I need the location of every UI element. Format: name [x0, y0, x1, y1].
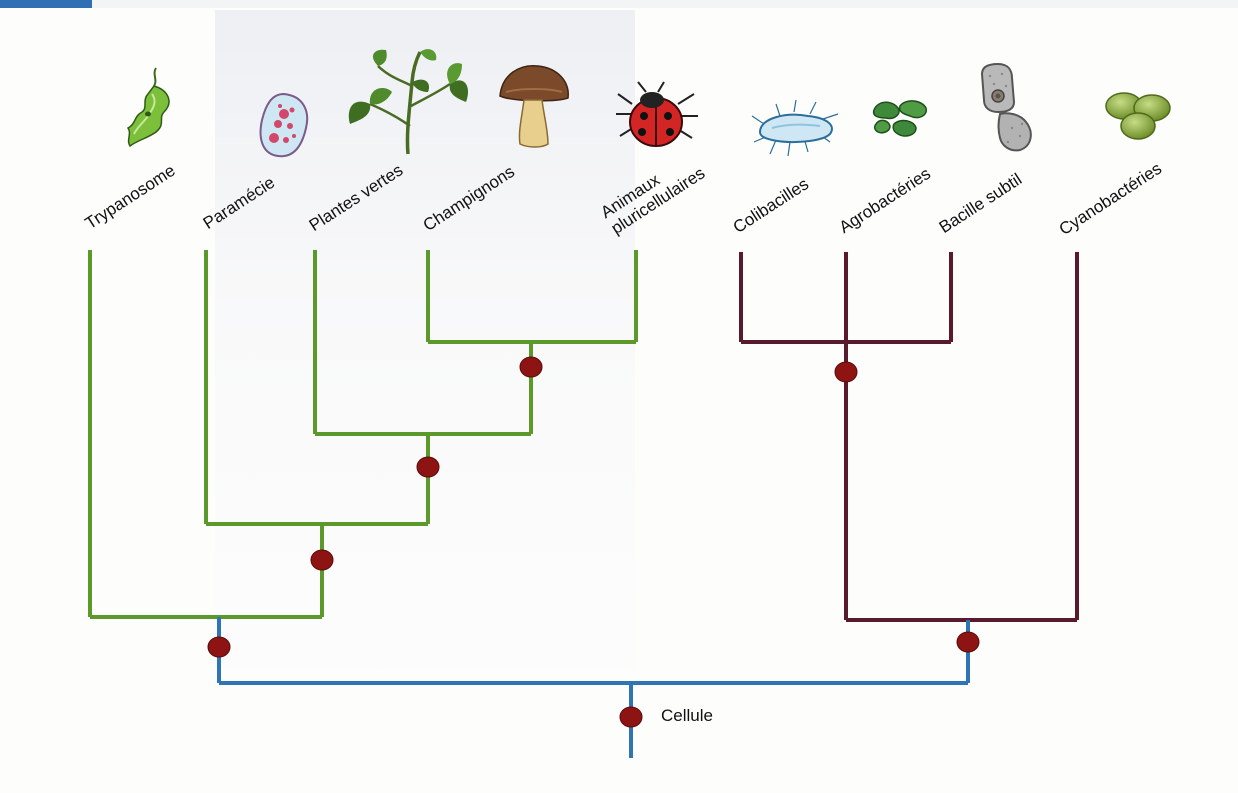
node-marker-paramecie — [311, 550, 333, 570]
branch-plants-join — [315, 434, 531, 524]
node-marker-bacteria-trio — [835, 362, 857, 382]
node-marker-bacteria — [957, 632, 979, 652]
node-marker-eukaryotes — [208, 637, 230, 657]
node-marker-fungi-animals — [520, 357, 542, 377]
branch-paramecie-join — [206, 524, 428, 617]
branch-bacteria-trio-join — [741, 342, 951, 620]
root-label-cellule: Cellule — [661, 706, 713, 726]
node-marker-root — [620, 707, 642, 727]
branch-fungi-animals-join — [428, 342, 636, 434]
node-marker-plants — [417, 457, 439, 477]
